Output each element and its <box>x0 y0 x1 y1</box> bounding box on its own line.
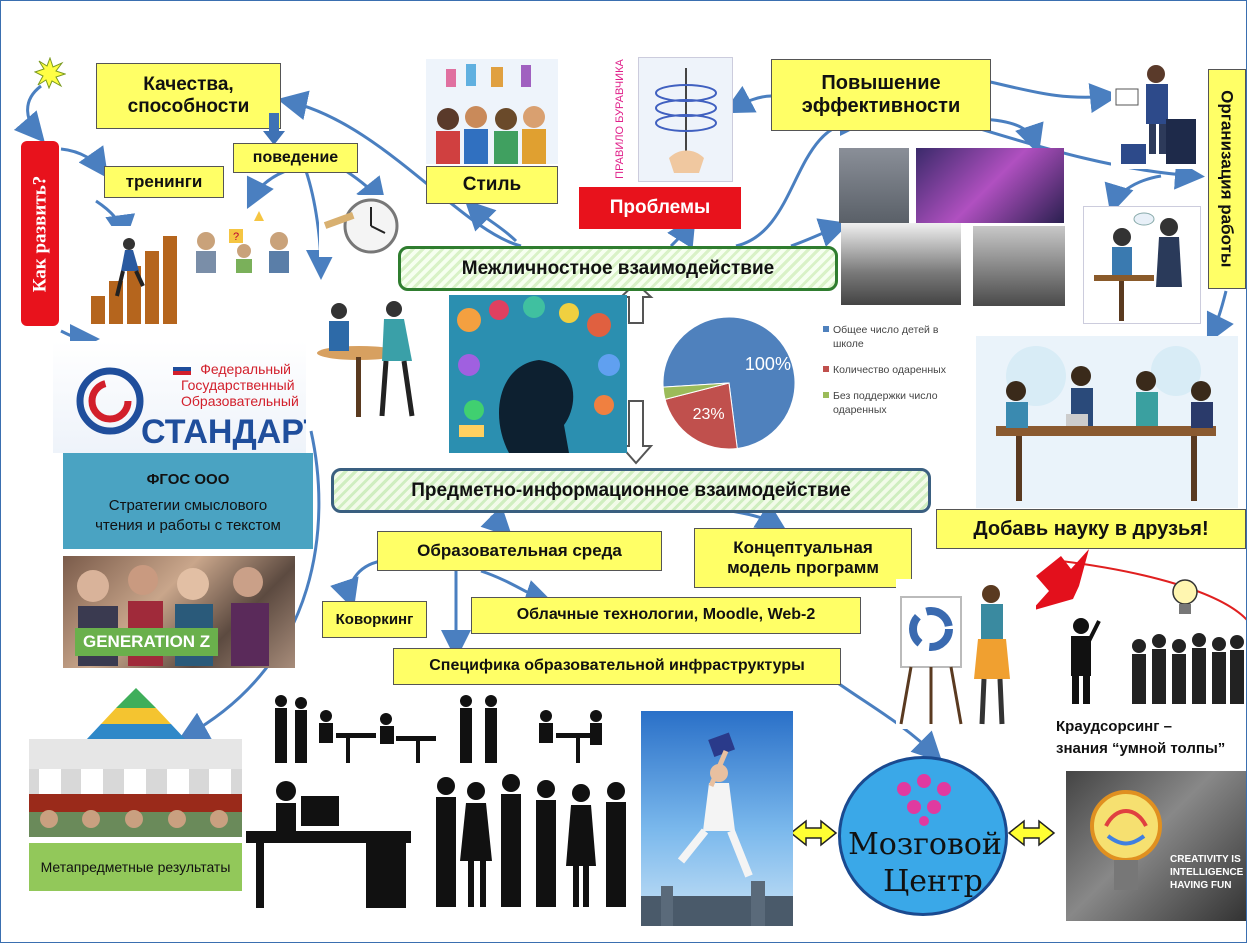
svg-text:?: ? <box>233 231 239 243</box>
behavior-box: поведение <box>233 143 358 173</box>
two-people-table-image <box>304 281 429 426</box>
pie-slice <box>662 382 730 401</box>
russia-flag-icon <box>173 363 191 375</box>
metasubject-results-box: Метапредметные результаты <box>29 843 242 891</box>
logo-line-3: Образовательный <box>181 393 299 409</box>
students-group-photo <box>29 739 242 837</box>
creativity-bulb-image: CREATIVITY IS INTELLIGENCE HAVING FUN <box>1066 771 1246 921</box>
trainings-box: тренинги <box>104 166 224 198</box>
fgos-subtitle: Стратегии смыслового чтения и работы с т… <box>95 497 281 534</box>
leader-silhouette <box>1061 616 1101 706</box>
pie-slice <box>664 382 738 450</box>
fgos-standard-logo: Федеральный Государственный Образователь… <box>53 341 306 453</box>
coworking-box: Коворкинг <box>322 601 427 638</box>
logo-line-2: Государственный <box>181 377 295 393</box>
gimlet-rule-image <box>638 57 733 182</box>
group-photo-1 <box>839 148 909 223</box>
brain-center-word-2: Центр <box>883 864 983 899</box>
group-photo-3 <box>841 223 961 305</box>
legend-entry: Количество одаренных <box>833 364 947 376</box>
logo-text-block: Федеральный Государственный Образователь… <box>181 361 299 409</box>
generation-z-label: GENERATION Z <box>75 628 219 656</box>
work-organization-label: Организация работы <box>1217 90 1237 268</box>
lecturer-image <box>1111 59 1199 169</box>
interpersonal-interaction-box: Межличностное взаимодействие <box>398 246 838 291</box>
how-to-develop-label: Как развить? <box>29 175 51 292</box>
brain-center-word-1: Мозговой <box>848 827 1002 862</box>
style-people-image <box>426 59 558 164</box>
generation-z-photo: GENERATION Z <box>63 556 295 668</box>
crowd-silhouette <box>1129 626 1246 706</box>
star-burst-icon <box>34 57 66 89</box>
pie-data-label: 100% <box>745 354 791 374</box>
meeting-illustration <box>976 336 1238 508</box>
lightbulb-icon <box>1172 579 1198 614</box>
group-photo-2 <box>916 148 1064 223</box>
standard-emblem-icon <box>76 367 144 435</box>
group-photo-4 <box>973 226 1065 306</box>
office-silhouettes-top <box>266 691 611 766</box>
legend-entry: школе <box>833 338 864 350</box>
brain-center-circle: Мозговой Центр <box>838 756 1008 916</box>
legend-entry: одаренных <box>833 404 887 416</box>
qualities-box: Качества, способности <box>96 63 281 129</box>
educational-environment-box: Образовательная среда <box>377 531 662 571</box>
legend-entry: Общее число детей в <box>833 324 939 336</box>
gifted-children-pie-chart: 100%23%3%Общее число детей вшколеКоличес… <box>651 303 961 463</box>
how-to-develop-box: Как развить? <box>21 141 59 326</box>
cloud-technologies-box: Облачные технологии, Moodle, Web-2 <box>471 597 861 634</box>
creativity-quote: CREATIVITY IS INTELLIGENCE HAVING FUN <box>1170 854 1244 891</box>
presenter-board-image <box>896 579 1036 729</box>
work-organization-box: Организация работы <box>1208 69 1246 289</box>
pie-data-label: 23% <box>693 406 725 423</box>
style-box: Стиль <box>426 166 558 204</box>
presenter-image <box>1083 206 1201 324</box>
add-science-box: Добавь науку в друзья! <box>936 509 1246 549</box>
logo-main-text: СТАНДАРТ <box>141 413 306 451</box>
gimlet-rule-label-holder: ПРАВИЛО БУРАВЧИКА <box>608 56 632 181</box>
people-ideas-image: ? <box>184 211 304 276</box>
conceptual-model-box: Концептуальная модель программ <box>694 528 912 588</box>
legend-swatch <box>823 392 829 398</box>
subject-information-interaction-box: Предметно-информационное взаимодействие <box>331 468 931 513</box>
logo-line-1: Федеральный <box>200 361 291 377</box>
office-silhouettes-bottom <box>246 771 636 911</box>
fgos-info-box: ФГОС ООО Стратегии смыслового чтения и р… <box>63 453 313 549</box>
science-head-illustration <box>449 295 627 453</box>
legend-swatch <box>823 326 829 332</box>
gimlet-rule-label: ПРАВИЛО БУРАВЧИКА <box>614 58 627 179</box>
problems-box: Проблемы <box>579 187 741 229</box>
down-arrow-icon <box>263 113 285 145</box>
infrastructure-specifics-box: Специфика образовательной инфраструктуры <box>393 648 841 685</box>
pie-chart-svg: 100%23%3%Общее число детей вшколеКоличес… <box>662 316 947 450</box>
legend-swatch <box>823 366 829 372</box>
jumping-woman-photo <box>641 711 793 926</box>
legend-entry: Без поддержки число <box>833 390 938 402</box>
clock-image <box>319 195 399 257</box>
efficiency-box: Повышение эффективности <box>771 59 991 131</box>
fgos-title: ФГОС ООО <box>146 471 230 488</box>
pyramid-icon <box>86 688 186 740</box>
crowdsourcing-label: Краудсорсинг – знания “умной толпы” <box>1056 718 1226 757</box>
brain-icon <box>897 774 951 826</box>
staircase-growth-image <box>81 226 179 326</box>
